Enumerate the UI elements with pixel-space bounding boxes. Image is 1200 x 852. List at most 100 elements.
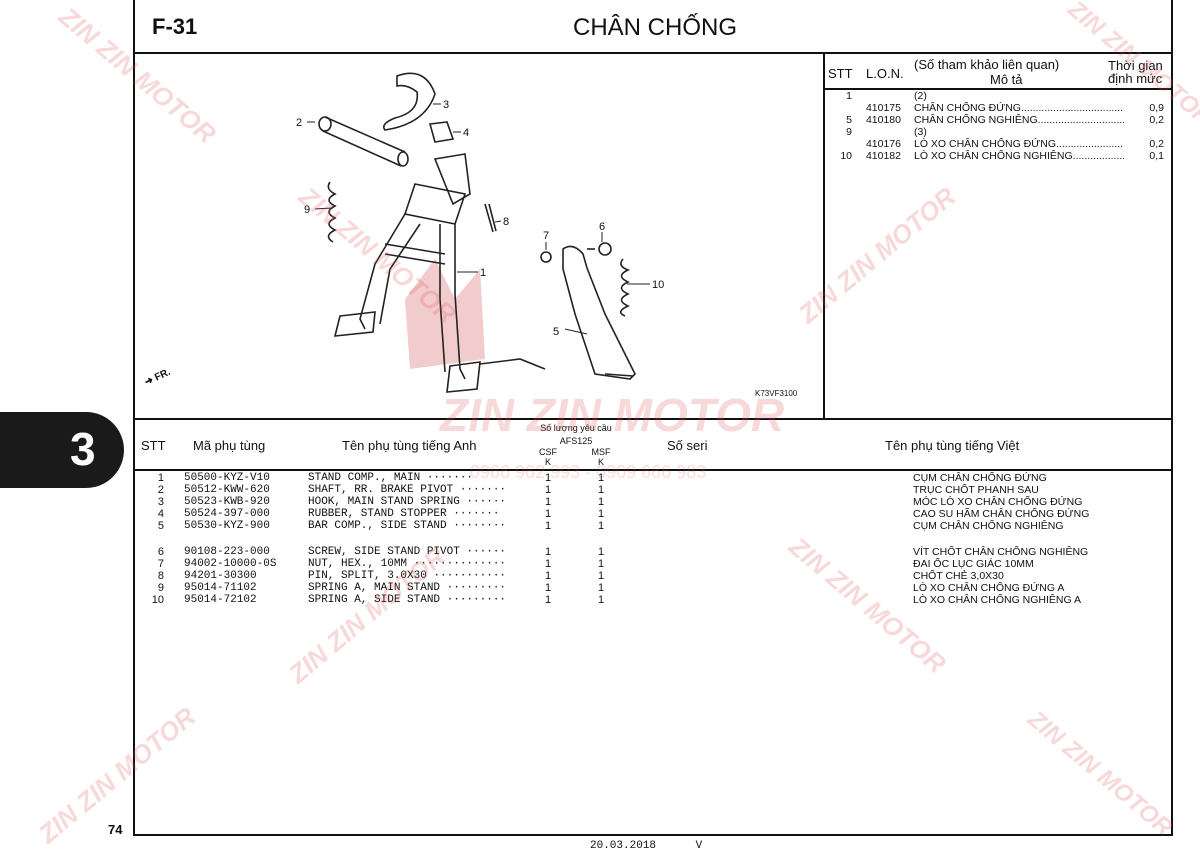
parts-cell-csf: 1 [544, 546, 552, 558]
parts-cell-name-en: PIN, SPLIT, 3.0X30 ··········· [308, 570, 507, 582]
callout-9: 9 [304, 204, 310, 216]
parts-cell-stt: 5 [157, 520, 164, 532]
parts-head-name-vi: Tên phụ tùng tiếng Việt [885, 438, 1020, 453]
parts-head-divider [133, 469, 1173, 471]
parts-head-name-en: Tên phụ tùng tiếng Anh [342, 438, 477, 453]
parts-cell-msf: 1 [597, 520, 605, 532]
lon-cell-time: 0,9 [1149, 102, 1164, 114]
lon-cell-stt: 9 [846, 126, 852, 138]
parts-cell-msf: 1 [597, 582, 605, 594]
parts-cell-name-vi: LÒ XO CHÂN CHỐNG ĐỨNG A [913, 582, 1065, 594]
lon-row: 410175 CHÂN CHỐNG ĐỨNG...................… [826, 102, 1168, 114]
lon-cell-stt: 1 [846, 90, 852, 102]
lon-divider [823, 52, 825, 418]
parts-head-csf: CSF [539, 447, 557, 457]
parts-cell-name-en: SPRING A, SIDE STAND ········· [308, 594, 507, 606]
parts-head-qty: Số lượng yêu cầu [540, 423, 612, 433]
parts-cell-csf: 1 [544, 484, 552, 496]
exploded-diagram: 2 3 4 9 8 1 6 7 10 5 [296, 72, 664, 393]
parts-cell-csf: 1 [544, 472, 552, 484]
parts-cell-msf: 1 [597, 558, 605, 570]
parts-cell-csf: 1 [544, 570, 552, 582]
part-8-pin [484, 203, 497, 233]
parts-cell-stt: 4 [157, 508, 164, 520]
parts-cell-msf: 1 [597, 594, 605, 606]
parts-cell-name-vi: LÒ XO CHÂN CHỐNG NGHIÊNG A [913, 594, 1082, 606]
diagram-code: K73VF3100 [755, 389, 798, 398]
parts-cell-name-vi: VÍT CHỐT CHÂN CHỐNG NGHIÊNG [913, 546, 1089, 558]
lon-head-time2: định mức [1108, 71, 1163, 86]
parts-cell-stt: 3 [157, 496, 164, 508]
lon-head-time1: Thời gian [1108, 58, 1163, 73]
parts-cell-part-no: 50524-397-000 [184, 508, 270, 520]
lon-head-lon: L.O.N. [866, 66, 904, 81]
lon-cell-lon: 410182 [865, 150, 901, 162]
part-9-spring [327, 181, 337, 243]
part-2-shaft [318, 116, 409, 167]
parts-cell-csf: 1 [544, 582, 552, 594]
parts-row: 4 50524-397-000 RUBBER, STAND STOPPER ····… [140, 508, 1170, 520]
callout-6: 6 [599, 221, 605, 233]
parts-cell-name-en: BAR COMP., SIDE STAND ········ [308, 520, 507, 532]
page-number: 74 [108, 822, 123, 837]
parts-cell-csf: 1 [544, 558, 552, 570]
parts-cell-stt: 9 [157, 582, 164, 594]
parts-cell-name-en: SPRING A, MAIN STAND ········· [308, 582, 507, 594]
part-4-rubber [428, 121, 455, 143]
lon-cell-time: 0,1 [1149, 150, 1164, 162]
watermark-center-phones: 0966 962 993 - 0909 666 983 [470, 462, 707, 482]
parts-cell-part-no: 50523-KWB-920 [184, 496, 270, 508]
lon-cell-ref: (2) [914, 90, 927, 102]
parts-cell-msf: 1 [597, 496, 605, 508]
parts-cell-part-no: 50500-KYZ-V10 [184, 472, 270, 484]
parts-cell-name-vi: ĐAI ỐC LỤC GIÁC 10MM [913, 558, 1034, 570]
parts-cell-name-vi: CAO SU HÃM CHÂN CHỐNG ĐỨNG [913, 508, 1090, 520]
lon-row: 9(3) [826, 126, 1168, 138]
callout-7: 7 [543, 230, 549, 242]
parts-head-model: AFS125 [559, 436, 593, 446]
parts-cell-name-en: RUBBER, STAND STOPPER ······· [308, 508, 500, 520]
parts-cell-csf: 1 [544, 496, 552, 508]
parts-cell-msf: 1 [597, 508, 605, 520]
wing-watermark [405, 259, 485, 369]
lon-cell-desc: CHÂN CHỐNG ĐỨNG.........................… [914, 102, 1124, 114]
parts-cell-part-no: 50512-KWW-620 [184, 484, 270, 496]
parts-cell-stt: 6 [157, 546, 164, 558]
part-6-screw [587, 242, 612, 256]
parts-cell-msf: 1 [597, 570, 605, 582]
lon-cell-lon: 410175 [865, 102, 901, 114]
callout-2: 2 [296, 117, 302, 129]
part-3-hook [382, 72, 436, 131]
lon-cell-time: 0,2 [1149, 114, 1164, 126]
callout-10: 10 [652, 279, 664, 291]
parts-cell-name-en: STAND COMP., MAIN ······· [308, 472, 474, 484]
lon-cell-desc: LÒ XO CHÂN CHỐNG NGHIÊNG................… [914, 150, 1124, 162]
parts-cell-stt: 7 [157, 558, 164, 570]
parts-head-serial: Số seri [667, 438, 708, 453]
lon-row: 1 (2) [826, 90, 1168, 102]
parts-cell-part-no: 95014-71102 [184, 582, 257, 594]
parts-head-k1: K [544, 457, 551, 467]
lon-cell-lon: 410176 [865, 138, 901, 150]
parts-cell-name-en: SCREW, SIDE STAND PIVOT ······ [308, 546, 507, 558]
part-10-spring [619, 258, 631, 317]
parts-row: 9 95014-71102 SPRING A, MAIN STAND ·······… [140, 582, 1170, 594]
callout-1: 1 [480, 267, 486, 279]
lon-cell-time: 0,2 [1149, 138, 1164, 150]
page-title: CHÂN CHỐNG [572, 14, 737, 41]
footer-date: 20.03.2018 V [590, 840, 703, 852]
watermark-center: ZIN ZIN MOTOR [440, 389, 785, 441]
diagram-bottom-divider [133, 418, 1173, 420]
parts-cell-stt: 2 [157, 484, 164, 496]
parts-head-k2: K [597, 457, 604, 467]
parts-cell-part-no: 94002-10000-0S [184, 558, 277, 570]
